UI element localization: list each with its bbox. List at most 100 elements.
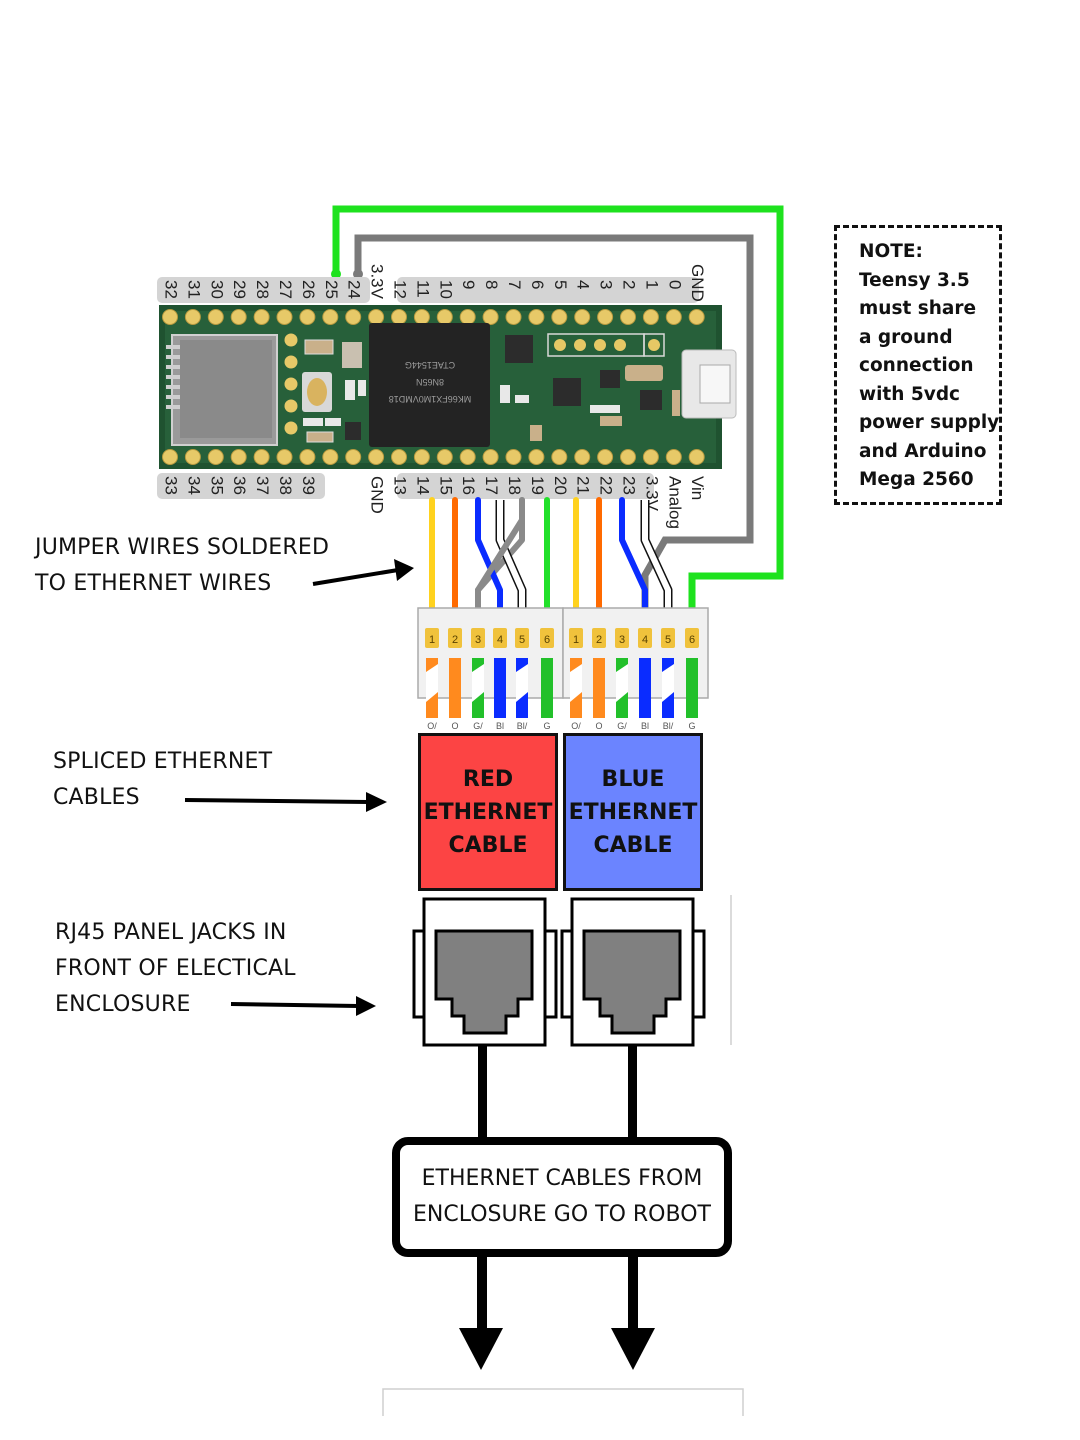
wire-code: O/ [571,721,581,731]
jumper-wire [642,500,671,615]
cable-line-text: BLUE [601,766,665,792]
spliced-cables-label: SPLICED ETHERNET CABLES [53,744,272,816]
wire-code: O [451,721,458,731]
jumper-wire [497,500,525,615]
ethernet-wire [449,658,461,718]
pin-pad [597,449,614,465]
sd-card-contacts [166,345,180,409]
pin-pad [391,449,407,465]
note-line: a ground [859,326,953,348]
pin-pad [391,309,407,325]
pin-label: 6 [528,280,547,289]
pin-pad [276,449,293,465]
pin-label: 22 [597,476,616,495]
pin-pad [207,309,224,325]
pin-pad [597,309,614,325]
terminal-number: 4 [497,634,503,646]
jumper-wire-gray [475,497,525,618]
pin-pad [184,449,201,465]
pin-pad [284,421,298,435]
pin-pad [620,449,636,465]
pin-pad [162,309,178,325]
pin-label: 31 [184,280,203,299]
label-line: FRONT OF ELECTICAL [55,956,296,981]
pin-pad [688,309,705,325]
usb-port [699,364,731,404]
pin-pad [436,309,453,325]
wire-code: O [595,721,602,731]
faint-frame-bottom [382,1388,744,1416]
fuse [625,365,663,381]
pin-label: 0 [665,280,684,289]
pin-label: 15 [436,476,455,495]
pin-pad [368,309,385,325]
pin-pad [505,449,522,465]
robot-box-line: ETHERNET CABLES FROM [421,1166,703,1191]
terminal-number: 5 [519,634,525,646]
red-ethernet-cable-box: RED ETHERNET CABLE [418,733,558,891]
pin-pad [345,449,362,465]
rj45-panel-jacks [412,897,706,1047]
terminal-number-tab [592,628,606,648]
robot-box-line: ENCLOSURE GO TO ROBOT [413,1202,711,1227]
pin-label: 32 [162,280,181,299]
pin-label: 14 [413,476,432,495]
ethernet-wire-stripe [616,664,628,702]
pin-pad [436,449,453,465]
label-line: ENCLOSURE [55,992,191,1017]
pin-pad [482,309,499,325]
pin-pad [230,309,247,325]
top-label-strip-right [397,277,699,303]
pin-pad [184,309,201,325]
pin-pad [528,449,545,465]
robot-arrow-left-shaft [477,1255,487,1335]
robot-arrow-right-head [611,1328,655,1370]
pin-label: 13 [391,476,410,495]
ethernet-wire-stripe [570,664,582,702]
robot-destination-box: ETHERNET CABLES FROM ENCLOSURE GO TO ROB… [392,1137,732,1257]
chip-label: CTAE1544G [405,360,455,370]
pin-pad [482,449,499,465]
pin-pad [284,333,298,347]
rj45-jack-right [560,897,706,1047]
pin-pad [207,449,224,465]
cable-line-text: CABLE [593,832,673,858]
crystal [304,339,334,355]
pin-label: 20 [551,476,570,495]
wire-code: G [688,721,695,731]
ethernet-wire-stripe [472,664,484,702]
rj45-jack-left [412,897,558,1047]
pin-label: 38 [276,476,295,495]
ethernet-wire [494,658,506,718]
terminal-number: 5 [665,634,671,646]
pin-label: 5 [551,280,570,289]
jumper-wire [619,497,648,618]
pin-label: 26 [299,280,318,299]
terminal-number-tab [569,628,583,648]
terminal-number: 2 [596,634,602,646]
wire-code: Bl [641,721,649,731]
wire-code: Bl/ [517,721,528,731]
pin-25-solder-dot [331,269,341,279]
pin-pad [413,309,430,325]
pin-label: 19 [528,476,547,495]
terminal-number: 6 [689,634,695,646]
pin-pad [642,449,659,465]
pin-pad [284,399,298,413]
pin-pad [253,309,270,325]
pin-pad [620,309,636,325]
wire-code: G [543,721,550,731]
rj45-port-icon [582,929,682,1035]
pin-pad [528,309,545,325]
pin-label: 37 [253,476,272,495]
pin-label: 1 [642,280,661,289]
wire-code: G/ [617,721,627,731]
chip-label: 8N65N [416,377,444,387]
terminal-number-tab [448,628,462,648]
bottom-label-strip-right [397,473,654,499]
pin-label: 25 [322,280,341,299]
pin-pad [413,449,430,465]
cable-line-text: CABLE [448,832,528,858]
